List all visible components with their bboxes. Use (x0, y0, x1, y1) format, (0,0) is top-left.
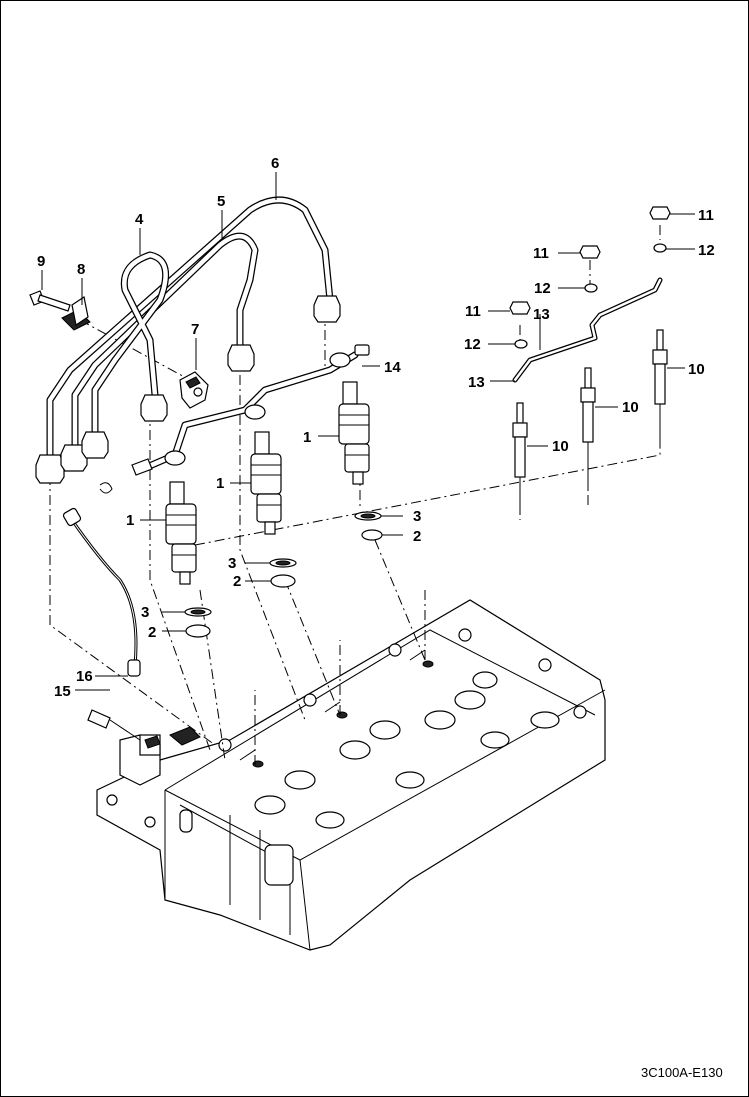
injection-pipes (35, 196, 341, 484)
callout-leakoff: 14 (384, 359, 401, 376)
return-hose (62, 482, 141, 677)
callout-nut-a: 11 (465, 303, 481, 320)
washers-and-seats (184, 511, 383, 638)
callout-washer-c: 3 (413, 508, 421, 525)
leakoff-pipe (131, 344, 370, 476)
glow-plug-assembly (509, 206, 671, 515)
pump-fitting (87, 709, 201, 786)
callout-nut-b: 11 (533, 245, 549, 262)
callout-labels: 1 1 1 2 2 2 3 3 3 4 5 6 7 8 9 10 10 10 1… (37, 155, 723, 1080)
callout-lockwasher-b: 12 (534, 280, 551, 297)
callout-bracket: 8 (77, 261, 85, 278)
callout-injector-a: 1 (126, 512, 134, 529)
callout-pipe-5: 5 (217, 193, 225, 210)
leader-lines (41, 172, 695, 691)
callout-glow-a: 10 (552, 438, 569, 455)
callout-nut-c: 11 (698, 207, 714, 224)
callout-lockwasher-c: 12 (698, 242, 715, 259)
callout-hose: 16 (76, 668, 93, 685)
callout-busbar-b: 13 (468, 374, 485, 391)
callout-clamp: 7 (191, 321, 199, 338)
callout-busbar-a: 13 (533, 306, 550, 323)
callout-pipe-6: 6 (271, 155, 279, 172)
bolt-and-bracket (29, 290, 91, 331)
callout-bolt: 9 (37, 253, 45, 270)
callout-pipe-4: 4 (135, 211, 144, 228)
callout-glow-c: 10 (688, 361, 705, 378)
cylinder-head (96, 599, 606, 951)
fuel-injectors (165, 381, 370, 585)
callout-washer-a: 3 (141, 604, 149, 621)
pipe-clamp (179, 371, 209, 409)
callout-washer-b: 3 (228, 555, 236, 572)
callout-lockwasher-a: 12 (464, 336, 481, 353)
callout-seat-c: 2 (413, 528, 421, 545)
callout-seat-a: 2 (148, 624, 156, 641)
callout-injector-b: 1 (216, 475, 224, 492)
figure-id: 3C100A-E130 (641, 1065, 723, 1080)
callout-glow-b: 10 (622, 399, 639, 416)
callout-clip: 15 (54, 683, 71, 700)
callout-seat-b: 2 (233, 573, 241, 590)
callout-injector-c: 1 (303, 429, 311, 446)
